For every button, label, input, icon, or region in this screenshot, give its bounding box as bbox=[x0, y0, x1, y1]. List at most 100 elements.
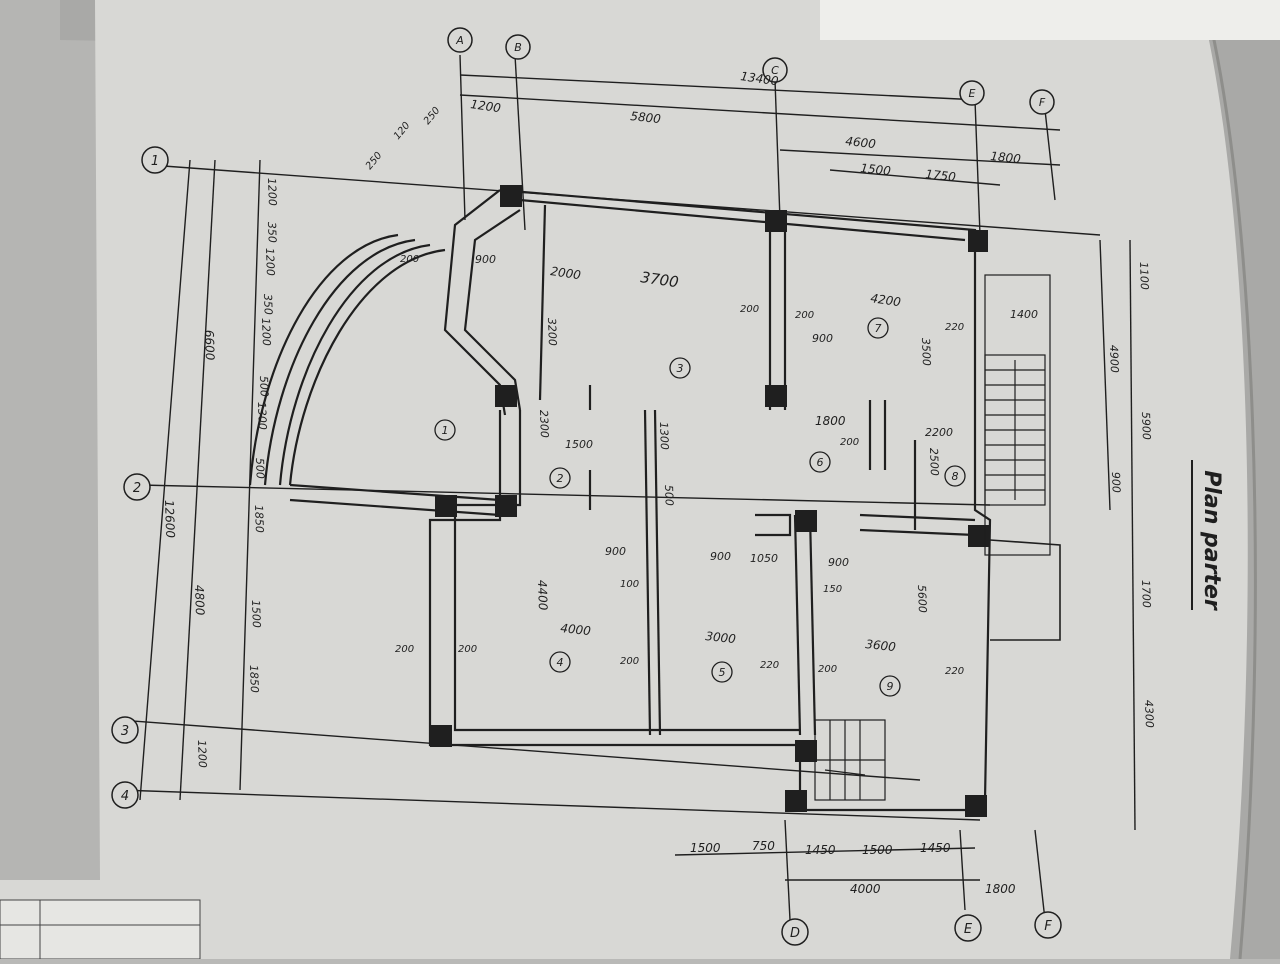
dimension-text-layer: Plan parter A B C E F 1 2 3 4 D E F 1 2 … bbox=[121, 34, 1224, 941]
dim-1500-bottom-a: 1500 bbox=[690, 841, 721, 855]
title-block bbox=[0, 899, 201, 960]
wall-label: 220 bbox=[945, 322, 964, 333]
room-number-3: 3 bbox=[677, 362, 684, 375]
dim-350-a: 350 bbox=[265, 222, 279, 243]
dim-900-interior-a: 900 bbox=[475, 253, 496, 266]
paper-sheet bbox=[0, 0, 1248, 959]
room-number-4: 4 bbox=[557, 656, 564, 669]
dim-13400: 13400 bbox=[740, 69, 780, 88]
dim-1500-left: 1500 bbox=[249, 600, 263, 628]
dim-1300-interior: 1300 bbox=[657, 422, 671, 450]
dim-6600: 6600 bbox=[202, 330, 217, 361]
dim-3500: 3500 bbox=[919, 338, 933, 366]
dim-5600: 5600 bbox=[915, 585, 929, 613]
dim-4600: 4600 bbox=[845, 134, 877, 151]
grid-bubble-F-top bbox=[1029, 89, 1055, 115]
dim-1450-b: 1450 bbox=[920, 841, 951, 855]
dim-1800-bottom: 1800 bbox=[985, 882, 1016, 896]
dim-1800-top: 1800 bbox=[990, 149, 1022, 166]
grid-bubble-4 bbox=[111, 781, 139, 809]
wall-label: 200 bbox=[458, 644, 477, 655]
dim-4000-interior: 4000 bbox=[560, 621, 592, 638]
grid-label-B: B bbox=[514, 41, 522, 54]
room-number-8: 8 bbox=[952, 470, 959, 483]
top-page-strip bbox=[820, 0, 1280, 40]
grid-label-2: 2 bbox=[133, 481, 141, 496]
dim-1050: 1050 bbox=[750, 552, 778, 565]
dim-4000-bottom: 4000 bbox=[850, 882, 881, 896]
grid-label-F-top: F bbox=[1039, 96, 1046, 109]
grid-label-F: F bbox=[1044, 919, 1052, 934]
room-number-5: 5 bbox=[719, 666, 726, 679]
grid-bubble-F bbox=[1034, 911, 1062, 939]
dim-150: 150 bbox=[823, 584, 842, 595]
dim-3700: 3700 bbox=[639, 268, 679, 291]
dim-500-a: 500 bbox=[257, 376, 271, 397]
dim-4200: 4200 bbox=[870, 291, 903, 309]
grid-bubble-E bbox=[954, 914, 982, 942]
room-number-2: 2 bbox=[557, 472, 564, 485]
wall-label: 200 bbox=[400, 254, 419, 265]
wall-label: 200 bbox=[818, 664, 837, 675]
dim-350-b: 350 bbox=[261, 294, 275, 315]
dim-1300: 1300 bbox=[255, 402, 269, 430]
room-number-9: 9 bbox=[887, 680, 894, 693]
dim-4800: 4800 bbox=[192, 585, 207, 616]
grid-bubble-A bbox=[447, 27, 473, 53]
wall-label: 200 bbox=[840, 437, 859, 448]
dim-1850-b: 1850 bbox=[247, 665, 261, 693]
dim-1500-top: 1500 bbox=[860, 161, 892, 178]
room-number-1: 1 bbox=[442, 424, 449, 437]
dim-3000: 3000 bbox=[705, 629, 737, 646]
dim-1700: 1700 bbox=[1139, 580, 1153, 608]
dim-4400: 4400 bbox=[535, 580, 550, 611]
room-number-7: 7 bbox=[875, 322, 882, 335]
dim-1500-interior: 1500 bbox=[565, 438, 593, 451]
grid-label-4: 4 bbox=[121, 789, 129, 804]
dim-2300: 2300 bbox=[537, 410, 551, 438]
dim-1200-top: 1200 bbox=[470, 97, 503, 115]
grid-label-3: 3 bbox=[121, 724, 129, 739]
dim-500-interior: 500 bbox=[662, 485, 676, 506]
dim-1400: 1400 bbox=[1010, 308, 1038, 321]
grid-bubble-E-top bbox=[959, 80, 985, 106]
grid-bubbles bbox=[111, 27, 1062, 946]
balcony-outline bbox=[989, 539, 1061, 641]
grid-label-C: C bbox=[771, 64, 779, 77]
grid-bubble-B bbox=[505, 34, 531, 60]
dim-1500-bottom-b: 1500 bbox=[862, 843, 893, 857]
dim-1200-a: 1200 bbox=[265, 178, 279, 206]
grid-label-D: D bbox=[790, 926, 800, 941]
dim-100: 100 bbox=[620, 579, 639, 590]
wall-label: 200 bbox=[395, 644, 414, 655]
page-curl-edge bbox=[1203, 0, 1257, 960]
dim-1450-a: 1450 bbox=[805, 843, 836, 857]
dim-4300: 4300 bbox=[1142, 700, 1156, 728]
dim-1200-b: 1200 bbox=[263, 248, 277, 276]
grid-label-E: E bbox=[964, 922, 973, 937]
dim-1850-a: 1850 bbox=[252, 505, 266, 533]
dim-2200: 2200 bbox=[925, 426, 953, 439]
dim-1200-c: 1200 bbox=[259, 318, 273, 346]
grid-label-E-top: E bbox=[969, 87, 976, 100]
staircase-main bbox=[984, 274, 1051, 556]
wall-label: 200 bbox=[740, 304, 759, 315]
dim-2500: 2500 bbox=[927, 448, 941, 476]
dim-1200-d: 1200 bbox=[195, 740, 209, 768]
dim-500-b: 500 bbox=[253, 458, 267, 479]
grid-bubble-1 bbox=[141, 146, 169, 174]
grid-bubble-D bbox=[781, 918, 809, 946]
grid-bubble-C bbox=[762, 57, 788, 83]
wall-label: 220 bbox=[760, 660, 779, 671]
dim-750: 750 bbox=[752, 839, 775, 853]
dim-900-interior-c: 900 bbox=[710, 550, 731, 563]
room-markers bbox=[434, 317, 966, 697]
dim-900-interior-e: 900 bbox=[605, 545, 626, 558]
dim-900-right: 900 bbox=[1109, 472, 1123, 493]
staircase-secondary bbox=[814, 719, 886, 801]
grid-bubble-3 bbox=[111, 716, 139, 744]
dim-5900: 5900 bbox=[1139, 412, 1153, 440]
dim-3200: 3200 bbox=[545, 318, 559, 346]
